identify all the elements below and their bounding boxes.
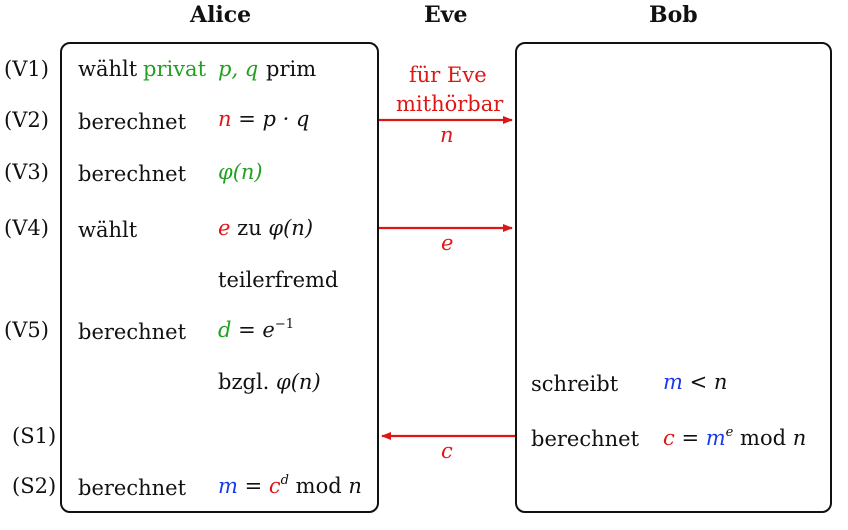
bob-write-verb: schreibt <box>531 372 619 396</box>
alice-v5-d: d <box>218 318 232 342</box>
alice-s2-mod: mod <box>295 474 342 498</box>
bob-calc-exp: e <box>725 425 734 440</box>
alice-header: Alice <box>190 2 252 28</box>
eve-note-line1: für Eve <box>409 63 487 87</box>
step-label-v3: (V3) <box>4 160 49 184</box>
step-label-s1: (S1) <box>12 424 57 448</box>
bob-calc-m: m <box>705 426 726 450</box>
step-label-v2: (V2) <box>4 108 49 132</box>
bob-calc-formula: c = me mod n <box>663 426 806 450</box>
alice-v5-verb: berechnet <box>78 320 187 344</box>
arrow-c-label: c <box>441 439 453 463</box>
alice-v1-primes: p, q <box>218 57 259 81</box>
alice-v4-formula: e zu φ(n) <box>218 216 313 240</box>
alice-v5-eq: = e <box>238 318 275 342</box>
alice-v5-bzgl: bzgl. <box>218 370 270 394</box>
alice-v2-verb: berechnet <box>78 110 187 134</box>
step-label-s2: (S2) <box>12 474 57 498</box>
bob-header: Bob <box>649 2 698 28</box>
bob-box <box>515 42 832 513</box>
alice-v1-prim: prim <box>266 57 317 81</box>
alice-box <box>60 42 379 513</box>
step-label-v4: (V4) <box>4 216 49 240</box>
step-label-v1: (V1) <box>4 57 49 81</box>
alice-s2-c: c <box>268 474 281 498</box>
eve-note-line2: mithörbar <box>396 92 504 116</box>
alice-v5-bzgl-line: bzgl. φ(n) <box>218 370 321 394</box>
alice-s2-exp: d <box>280 473 289 488</box>
alice-v4-zu: zu <box>237 216 262 240</box>
alice-v4-phi: φ(n) <box>268 216 314 240</box>
bob-calc-mod: mod <box>740 426 787 450</box>
arrow-n-label: n <box>440 123 454 147</box>
alice-v5-exp: −1 <box>274 317 295 332</box>
bob-calc-verb: berechnet <box>531 427 640 451</box>
alice-v2-product: = p · q <box>238 107 310 131</box>
bob-calc-c: c <box>663 426 675 450</box>
alice-v2-formula: n = p · q <box>218 107 309 131</box>
eve-header: Eve <box>424 2 468 28</box>
bob-write-m: m <box>663 370 683 394</box>
alice-v4-teilerfremd: teilerfremd <box>218 268 339 292</box>
bob-write-formula: m < n <box>663 370 727 394</box>
alice-s2-m: m <box>218 474 238 498</box>
step-label-v5: (V5) <box>4 318 49 342</box>
bob-calc-n: n <box>792 426 807 450</box>
alice-s2-formula: m = cd mod n <box>218 474 362 498</box>
alice-s2-eq: = <box>244 474 269 498</box>
bob-calc-eq: = <box>681 426 706 450</box>
alice-v4-e: e <box>218 216 231 240</box>
bob-write-rest: < n <box>689 370 728 394</box>
alice-v4-verb: wählt <box>78 218 138 242</box>
alice-v5-phi: φ(n) <box>276 370 321 394</box>
alice-v3-verb: berechnet <box>78 162 187 186</box>
alice-v2-n: n <box>218 107 232 131</box>
alice-s2-verb: berechnet <box>78 476 187 500</box>
alice-s2-n: n <box>348 474 362 498</box>
alice-v1-private: privat <box>143 57 207 81</box>
alice-v3-phi: φ(n) <box>218 160 263 184</box>
alice-v1-verb: wählt <box>78 57 138 81</box>
alice-v5-formula: d = e−1 <box>218 318 294 342</box>
arrow-e-label: e <box>441 231 454 255</box>
